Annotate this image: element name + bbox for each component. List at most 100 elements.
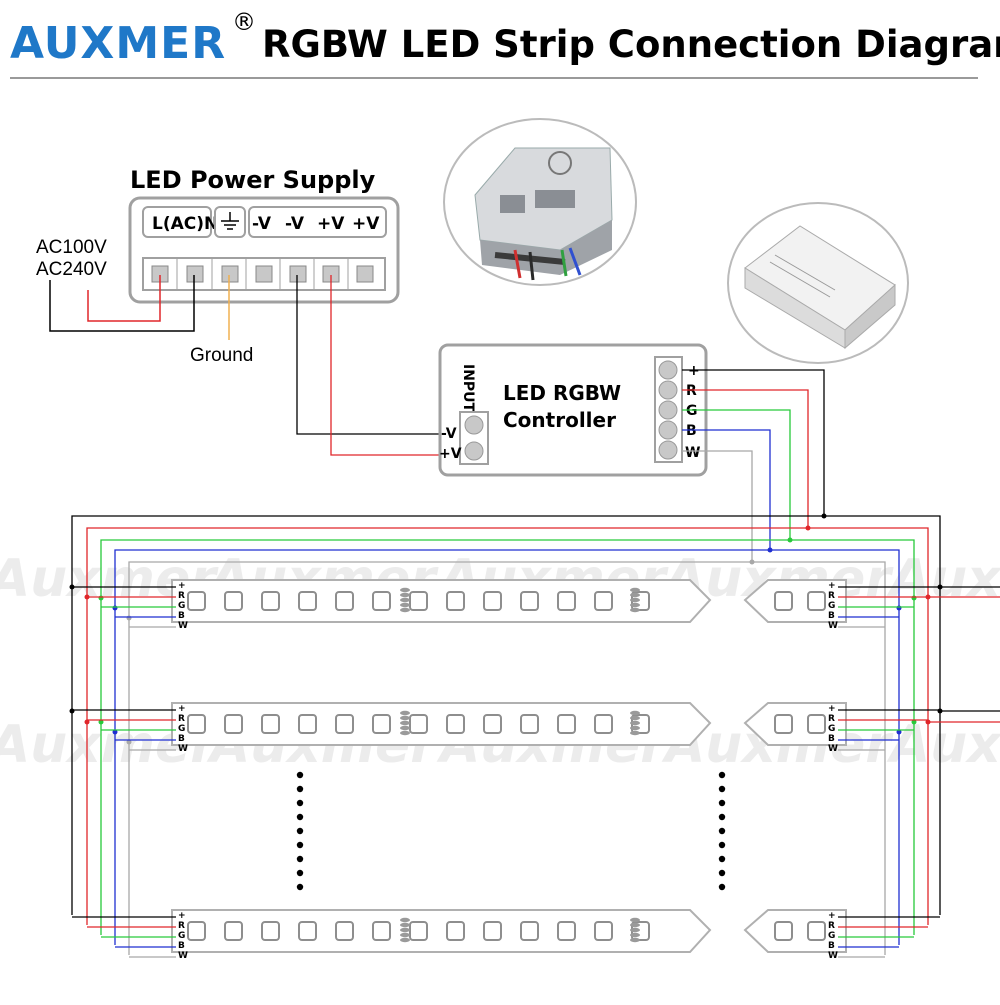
terminal-ground-box — [214, 206, 246, 238]
cut-pad — [630, 607, 640, 613]
output-pin-g — [658, 400, 678, 420]
page-title: RGBW LED Strip Connection Diagram — [262, 23, 1000, 66]
bus-wires — [71, 515, 1000, 955]
continuation-dot — [296, 855, 304, 863]
terminal-dc-box — [248, 206, 387, 238]
led-chip — [335, 921, 354, 941]
ac-live-wire — [87, 275, 161, 322]
terminal-dividers — [176, 258, 349, 290]
led-chip — [483, 591, 502, 611]
cut-pad — [630, 937, 640, 943]
strip-pin-label-right: B — [828, 611, 835, 621]
output-label-pos: + — [688, 363, 700, 379]
led-chip — [557, 714, 576, 734]
led-chip — [774, 591, 793, 611]
strip-pin-label-right: + — [828, 911, 836, 921]
power-supply: LED Power Supply L(AC)N -V -V +V +V — [128, 166, 400, 304]
led-chip — [594, 714, 613, 734]
strip-row: +RGBW+RGBW — [72, 702, 940, 754]
bus-wire-b — [114, 549, 900, 945]
led-chip — [409, 921, 428, 941]
strip-pin-label-left: + — [178, 911, 186, 921]
watermark-5: Auxmer — [886, 549, 1000, 609]
strip-pin-label-left: W — [178, 951, 188, 961]
controller-input-label: INPUT — [460, 364, 476, 413]
strip-pin-label-right: G — [828, 601, 835, 611]
terminal-screws — [151, 265, 374, 283]
cut-pad — [400, 730, 410, 736]
strip-pin-label-left: B — [178, 941, 185, 951]
ac-voltage-label-2: AC240V — [36, 259, 107, 280]
cut-pad — [400, 592, 410, 598]
strip-pin-label-right: B — [828, 734, 835, 744]
led-chip — [224, 921, 243, 941]
strip-pin-label-left: W — [178, 621, 188, 631]
led-chip — [483, 921, 502, 941]
strip-pin-label-left: G — [178, 601, 185, 611]
terminal-pos-1: +V — [317, 214, 345, 234]
led-strip-left — [171, 909, 712, 953]
strip-row: +RGBW+RGBW — [72, 579, 940, 631]
strip-pin-label-right: W — [828, 621, 838, 631]
terminal-neg-2: -V — [285, 214, 305, 234]
cut-pad — [400, 602, 410, 608]
output-label-g: G — [686, 403, 698, 419]
header: AUXMER ® RGBW LED Strip Connection Diagr… — [10, 8, 1000, 79]
continuation-ellipsis — [296, 771, 726, 891]
strip-pin-label-left: R — [178, 714, 185, 724]
led-chip — [774, 921, 793, 941]
cut-pad — [400, 607, 410, 613]
continuation-dot — [296, 785, 304, 793]
led-chip — [372, 714, 391, 734]
input-pin-pos — [464, 441, 484, 461]
cut-pad — [630, 602, 640, 608]
continuation-dot — [718, 771, 726, 779]
watermark-10: Auxmer — [886, 715, 1000, 775]
strip-pin-label-left: G — [178, 931, 185, 941]
cut-pad — [630, 917, 640, 923]
cut-pad — [630, 922, 640, 928]
continuation-dot — [718, 813, 726, 821]
cut-pad — [400, 917, 410, 923]
strip-pin-label-right: B — [828, 941, 835, 951]
led-chip — [261, 921, 280, 941]
led-strip-left — [171, 579, 712, 623]
output-pin-r — [658, 380, 678, 400]
output-wire-g — [682, 409, 791, 540]
controller-photo — [727, 202, 909, 364]
cut-pad — [400, 932, 410, 938]
led-chip — [520, 921, 539, 941]
led-chip — [483, 714, 502, 734]
controller-output-wires — [682, 369, 825, 562]
dc-negative-wire — [296, 275, 458, 435]
input-pin-neg — [464, 415, 484, 435]
output-pin-b — [658, 420, 678, 440]
cut-pad — [400, 725, 410, 731]
continuation-dot — [296, 883, 304, 891]
continuation-dot — [296, 869, 304, 877]
bus-wire-r — [86, 527, 929, 925]
cut-pad — [630, 587, 640, 593]
output-wire-r — [682, 389, 809, 528]
output-wire-b — [682, 429, 771, 550]
led-chip — [557, 591, 576, 611]
strip-pin-label-left: R — [178, 591, 185, 601]
led-chip — [298, 921, 317, 941]
led-chip — [372, 591, 391, 611]
output-pin-pos — [658, 360, 678, 380]
continuation-dot — [718, 883, 726, 891]
continuation-dot — [718, 785, 726, 793]
led-chip — [335, 714, 354, 734]
led-chip — [298, 714, 317, 734]
strip-pin-label-left: G — [178, 724, 185, 734]
cut-pad — [630, 725, 640, 731]
strip-pin-label-left: W — [178, 744, 188, 754]
controller-title-line1: LED RGBW — [503, 381, 621, 405]
cut-pad — [400, 710, 410, 716]
led-chip — [261, 714, 280, 734]
strip-pin-label-right: G — [828, 931, 835, 941]
led-chip — [446, 591, 465, 611]
led-chip — [774, 714, 793, 734]
continuation-dot — [718, 855, 726, 863]
